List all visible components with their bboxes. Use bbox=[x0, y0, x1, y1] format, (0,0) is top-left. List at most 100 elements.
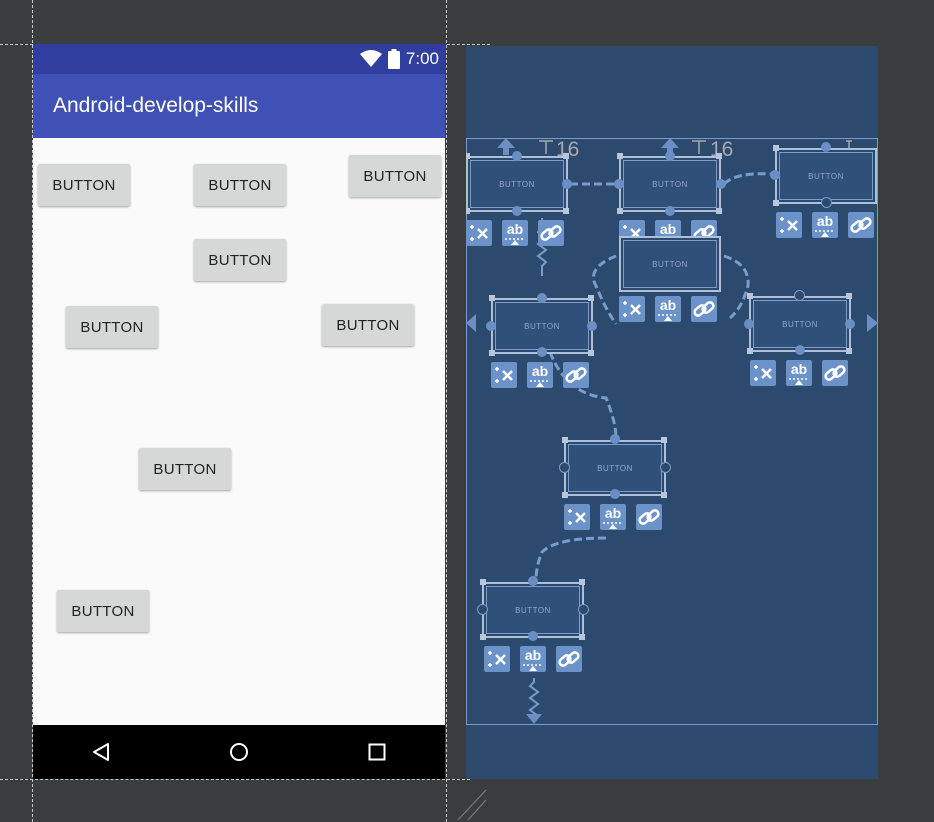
resize-handle[interactable] bbox=[563, 208, 569, 214]
chain-icon[interactable] bbox=[636, 504, 662, 530]
resize-handle[interactable] bbox=[563, 153, 569, 159]
resize-grip-icon[interactable] bbox=[450, 786, 490, 822]
baseline-icon[interactable]: ab bbox=[600, 504, 626, 530]
resize-handle[interactable] bbox=[579, 579, 585, 585]
handle[interactable] bbox=[537, 293, 547, 303]
chain-icon[interactable] bbox=[538, 220, 564, 246]
clear-constraints-icon[interactable] bbox=[564, 504, 590, 530]
blueprint-button-3[interactable]: BUTTON bbox=[775, 148, 877, 204]
handle[interactable] bbox=[716, 179, 726, 189]
baseline-icon[interactable]: ab bbox=[520, 646, 546, 672]
app-title: Android-develop-skills bbox=[53, 94, 259, 117]
resize-handle[interactable] bbox=[716, 208, 722, 214]
resize-handle[interactable] bbox=[489, 295, 495, 301]
status-clock: 7:00 bbox=[405, 49, 439, 68]
blueprint-button-1[interactable]: BUTTON bbox=[466, 156, 568, 212]
recents-icon[interactable] bbox=[367, 742, 387, 762]
clear-constraints-icon[interactable] bbox=[484, 646, 510, 672]
resize-handle[interactable] bbox=[579, 634, 585, 640]
preview-button-3[interactable]: BUTTON bbox=[349, 155, 441, 197]
handle[interactable] bbox=[610, 489, 620, 499]
resize-handle[interactable] bbox=[773, 145, 779, 151]
handle[interactable] bbox=[587, 321, 597, 331]
clear-constraints-icon[interactable] bbox=[750, 360, 776, 386]
preview-button-5[interactable]: BUTTON bbox=[66, 306, 158, 348]
blueprint-button-8[interactable]: BUTTON bbox=[482, 582, 584, 638]
handle[interactable] bbox=[665, 151, 675, 161]
resize-handle[interactable] bbox=[661, 437, 667, 443]
handle[interactable] bbox=[578, 604, 589, 615]
handle[interactable] bbox=[821, 142, 831, 152]
baseline-icon[interactable]: ab bbox=[655, 296, 681, 322]
wifi-icon bbox=[359, 50, 382, 67]
resize-handle[interactable] bbox=[489, 350, 495, 356]
resize-handle[interactable] bbox=[480, 579, 486, 585]
preview-button-4[interactable]: BUTTON bbox=[194, 239, 286, 281]
baseline-icon[interactable]: ab bbox=[812, 212, 838, 238]
handle[interactable] bbox=[744, 319, 754, 329]
resize-handle[interactable] bbox=[773, 200, 779, 206]
widget-tools-7: ab bbox=[564, 504, 662, 530]
handle[interactable] bbox=[512, 206, 522, 216]
navigation-bar bbox=[33, 725, 445, 779]
resize-handle[interactable] bbox=[747, 348, 753, 354]
blueprint-button-5[interactable]: BUTTON bbox=[491, 298, 593, 354]
blueprint-button-2[interactable]: BUTTON bbox=[619, 156, 721, 212]
handle[interactable] bbox=[528, 631, 538, 641]
blueprint-button-7[interactable]: BUTTON bbox=[564, 440, 666, 496]
preview-button-6[interactable]: BUTTON bbox=[322, 304, 414, 346]
handle[interactable] bbox=[821, 197, 832, 208]
back-icon[interactable] bbox=[91, 742, 111, 762]
handle[interactable] bbox=[559, 462, 570, 473]
handle[interactable] bbox=[512, 151, 522, 161]
handle[interactable] bbox=[610, 434, 620, 444]
resize-handle[interactable] bbox=[661, 492, 667, 498]
handle[interactable] bbox=[528, 576, 538, 586]
handle[interactable] bbox=[614, 179, 624, 189]
clear-constraints-icon[interactable] bbox=[619, 296, 645, 322]
resize-handle[interactable] bbox=[846, 348, 852, 354]
resize-handle[interactable] bbox=[480, 634, 486, 640]
blueprint-button-4[interactable]: BUTTON bbox=[619, 236, 721, 292]
resize-handle[interactable] bbox=[747, 293, 753, 299]
handle[interactable] bbox=[477, 604, 488, 615]
baseline-icon[interactable]: ab bbox=[786, 360, 812, 386]
handle[interactable] bbox=[660, 462, 671, 473]
handle[interactable] bbox=[562, 179, 572, 189]
resize-handle[interactable] bbox=[617, 153, 623, 159]
preview-button-1[interactable]: BUTTON bbox=[38, 164, 130, 206]
resize-handle[interactable] bbox=[588, 350, 594, 356]
clear-constraints-icon[interactable] bbox=[491, 362, 517, 388]
baseline-icon[interactable]: ab bbox=[527, 362, 553, 388]
chain-icon[interactable] bbox=[563, 362, 589, 388]
handle[interactable] bbox=[665, 206, 675, 216]
preview-button-7[interactable]: BUTTON bbox=[139, 448, 231, 490]
clear-constraints-icon[interactable] bbox=[776, 212, 802, 238]
resize-handle[interactable] bbox=[846, 293, 852, 299]
chain-icon[interactable] bbox=[556, 646, 582, 672]
baseline-icon[interactable]: ab bbox=[502, 220, 528, 246]
blueprint-view: 16 16 BUTTON ab BUTTON ab BUTTON ab BUTT… bbox=[466, 46, 878, 779]
handle[interactable] bbox=[794, 290, 805, 301]
handle[interactable] bbox=[537, 347, 547, 357]
widget-tools-4: ab bbox=[619, 296, 717, 322]
resize-handle[interactable] bbox=[562, 492, 568, 498]
home-icon[interactable] bbox=[229, 742, 249, 762]
handle[interactable] bbox=[795, 345, 805, 355]
resize-handle[interactable] bbox=[562, 437, 568, 443]
handle[interactable] bbox=[486, 321, 496, 331]
handle[interactable] bbox=[845, 319, 855, 329]
resize-handle[interactable] bbox=[466, 208, 470, 214]
clear-constraints-icon[interactable] bbox=[466, 220, 492, 246]
resize-handle[interactable] bbox=[716, 153, 722, 159]
chain-icon[interactable] bbox=[691, 296, 717, 322]
blueprint-button-6[interactable]: BUTTON bbox=[749, 296, 851, 352]
chain-icon[interactable] bbox=[848, 212, 874, 238]
resize-handle[interactable] bbox=[466, 153, 470, 159]
preview-button-2[interactable]: BUTTON bbox=[194, 164, 286, 206]
chain-icon[interactable] bbox=[822, 360, 848, 386]
resize-handle[interactable] bbox=[617, 208, 623, 214]
resize-handle[interactable] bbox=[588, 295, 594, 301]
preview-button-8[interactable]: BUTTON bbox=[57, 590, 149, 632]
handle[interactable] bbox=[770, 170, 780, 180]
